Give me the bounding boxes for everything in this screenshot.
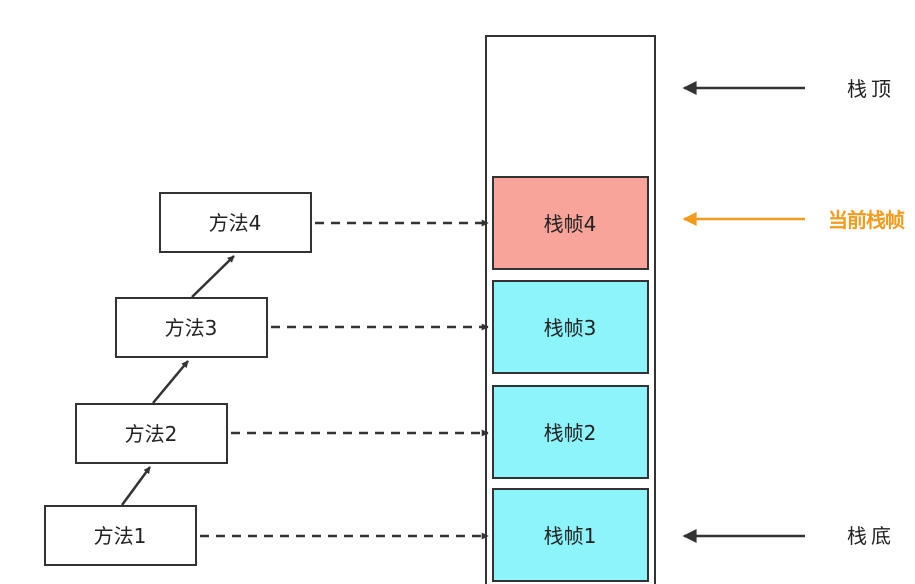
method-3-box xyxy=(115,297,268,358)
call-arrow-3-to-4 xyxy=(191,255,235,298)
stack-frame-2-box xyxy=(492,385,649,479)
stack-frame-1-label: 栈帧1 xyxy=(544,524,597,548)
stack-frame-2-label: 栈帧2 xyxy=(544,421,597,445)
method-2-box xyxy=(75,403,228,464)
stack-frame-4-label: 栈帧4 xyxy=(544,212,597,236)
method-4-label: 方法4 xyxy=(209,211,262,235)
method-1: 方法1 xyxy=(44,505,197,566)
method-4-box xyxy=(159,192,312,253)
method-3-label: 方法3 xyxy=(165,316,218,340)
method-3: 方法3 xyxy=(115,297,268,358)
method-4: 方法4 xyxy=(159,192,312,253)
stack-frame-4-box xyxy=(492,176,649,270)
stack-frame-2: 栈帧2 xyxy=(492,385,649,479)
stack-frame-3: 栈帧3 xyxy=(492,280,649,374)
stack-frame-3-label: 栈帧3 xyxy=(544,316,597,340)
stack-bottom-label: 栈底 xyxy=(847,524,895,548)
current-frame-label: 当前栈帧 xyxy=(828,208,905,232)
call-arrow-2-to-3 xyxy=(152,360,189,404)
call-arrow-1-to-2 xyxy=(120,466,152,506)
stack-frame-1: 栈帧1 xyxy=(492,488,649,582)
stack-frame-3-box xyxy=(492,280,649,374)
method-2-label: 方法2 xyxy=(125,422,178,446)
method-2: 方法2 xyxy=(75,403,228,464)
stack-frame-1-box xyxy=(492,488,649,582)
method-1-label: 方法1 xyxy=(94,524,147,548)
method-1-box xyxy=(44,505,197,566)
stack-frame-4: 栈帧4 xyxy=(492,176,649,270)
stack-top-label: 栈顶 xyxy=(847,77,895,101)
